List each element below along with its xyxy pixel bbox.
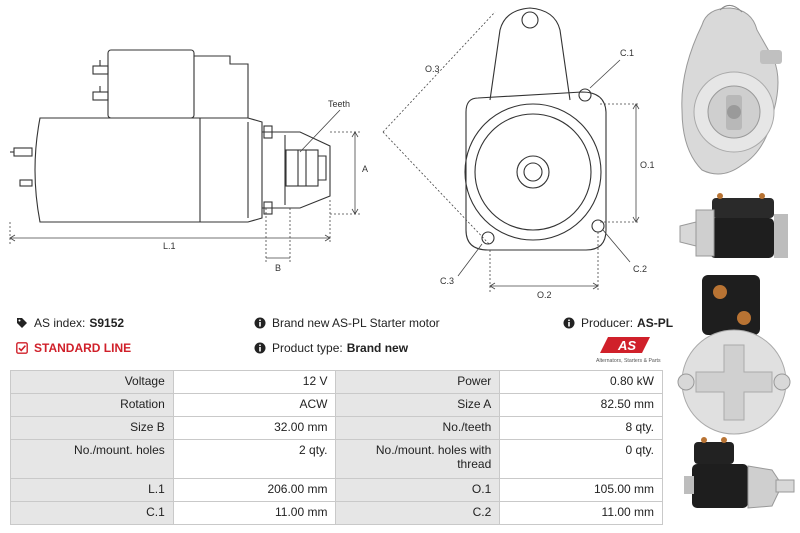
as-index-row: AS index: S9152 (16, 316, 124, 330)
info-icon (254, 342, 266, 354)
spec-key: C.2 (335, 501, 501, 525)
dim-c2-label: C.2 (633, 264, 647, 274)
dim-o1-label: O.1 (640, 160, 655, 170)
spec-value: 0.80 kW (499, 370, 663, 394)
spec-key: L.1 (10, 478, 174, 502)
spec-value: 8 qty. (499, 416, 663, 440)
table-row: Voltage 12 V Power 0.80 kW (10, 370, 663, 394)
spec-value: 32.00 mm (172, 416, 337, 440)
brand-row: Brand new AS-PL Starter motor (254, 316, 440, 330)
technical-drawings: Teeth A L.1 B (0, 0, 670, 305)
hole-c1 (578, 88, 592, 102)
spec-value: 11.00 mm (172, 501, 337, 525)
table-row: L.1 206.00 mm O.1 105.00 mm (10, 478, 663, 502)
spec-key: C.1 (10, 501, 174, 525)
info-icon (563, 317, 575, 329)
producer-label: Producer: (581, 316, 634, 330)
spec-value: 105.00 mm (499, 478, 663, 502)
photo-side-view (679, 193, 788, 258)
flange-circle (464, 103, 602, 241)
product-type-label: Product type: (272, 341, 343, 355)
spec-key: Rotation (10, 393, 174, 417)
mounting-ear-outline (489, 7, 571, 101)
dim-c3-label: C.3 (440, 276, 454, 286)
spec-value: 2 qty. (172, 439, 337, 479)
info-icon (254, 317, 266, 329)
producer-value: AS-PL (637, 316, 674, 330)
motor-body-outline (34, 117, 263, 223)
spec-value: 0 qty. (499, 439, 663, 479)
spec-key: O.1 (335, 478, 501, 502)
dim-a-label: A (362, 164, 368, 174)
dim-c1-label: C.1 (620, 48, 634, 58)
dim-o3-label: O.3 (425, 64, 440, 74)
table-row: Size B 32.00 mm No./teeth 8 qty. (10, 416, 663, 440)
spec-key: Voltage (10, 370, 174, 394)
product-type-value: Brand new (346, 341, 409, 355)
producer-row: Producer: AS-PL (563, 316, 673, 330)
table-row: Rotation ACW Size A 82.50 mm (10, 393, 663, 417)
standard-line-row: STANDARD LINE (16, 341, 131, 355)
spec-key: Power (335, 370, 501, 394)
spec-table: Voltage 12 V Power 0.80 kW Rotation ACW … (10, 370, 663, 525)
drawing-canvas: Teeth A L.1 B (9, 7, 655, 300)
spec-key: No./mount. holes (10, 439, 174, 479)
spec-value: 12 V (172, 370, 337, 394)
spec-key: No./teeth (335, 416, 501, 440)
spec-key: Size A (335, 393, 501, 417)
dim-l1-label: L.1 (163, 241, 176, 251)
checkbox-checked-icon (16, 342, 28, 354)
product-type-row: Product type: Brand new (254, 341, 408, 355)
spec-value: ACW (172, 393, 337, 417)
hole-c2 (591, 219, 605, 233)
spec-value: 11.00 mm (499, 501, 663, 525)
spec-value: 206.00 mm (172, 478, 337, 502)
spec-key: No./mount. holes with thread (335, 439, 501, 479)
spec-key: Size B (10, 416, 174, 440)
photo-side-view-2 (684, 437, 795, 509)
teeth-label: Teeth (328, 99, 350, 109)
photo-front-view (681, 5, 782, 175)
photo-rear-view (677, 275, 791, 435)
as-index-value: S9152 (89, 316, 125, 330)
flange-outline (465, 91, 607, 251)
product-photos (672, 0, 800, 533)
logo-tagline: Alternators, Starters & Parts (596, 358, 661, 364)
dim-o2-label: O.2 (537, 290, 552, 300)
hole-c3 (481, 231, 495, 245)
tags-icon (17, 318, 27, 328)
brand-text: Brand new AS-PL Starter motor (272, 316, 440, 330)
table-row: No./mount. holes 2 qty. No./mount. holes… (10, 439, 663, 479)
standard-line-label: STANDARD LINE (34, 341, 132, 355)
solenoid-outline (107, 49, 195, 119)
logo-mark: AS (617, 338, 636, 353)
table-row: C.1 11.00 mm C.2 11.00 mm (10, 501, 663, 525)
dim-b-label: B (275, 263, 281, 273)
as-index-label: AS index: (34, 316, 86, 330)
as-pl-logo: AS Alternators, Starters & Parts (594, 333, 664, 365)
spec-value: 82.50 mm (499, 393, 663, 417)
